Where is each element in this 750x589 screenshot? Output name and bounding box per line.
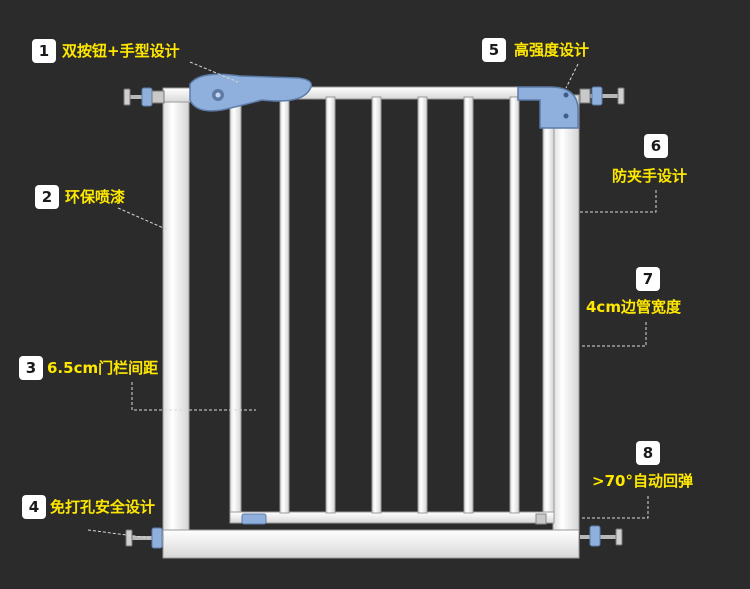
tension-screw-bottom-right <box>580 525 623 547</box>
callout-number: 7 <box>636 267 660 291</box>
callout-label: 双按钮+手型设计 <box>62 42 180 60</box>
callout-number: 3 <box>19 356 43 380</box>
tension-screw-top-right <box>579 86 625 106</box>
callout-number: 8 <box>636 441 660 465</box>
callout-label: 6.5cm门栏间距 <box>47 359 159 377</box>
handle-icon <box>189 73 313 112</box>
callout-label: 免打孔安全设计 <box>50 498 156 516</box>
door-panel <box>229 86 555 525</box>
tension-screw-bottom-left <box>125 527 164 549</box>
callout-number: 1 <box>32 39 56 63</box>
callout-label: 环保喷漆 <box>65 188 126 206</box>
callout-number: 2 <box>35 185 59 209</box>
callout-number: 6 <box>644 134 668 158</box>
callout-label: 4cm边管宽度 <box>586 298 681 316</box>
bracket-icon <box>517 86 579 129</box>
callout-number: 5 <box>482 38 506 62</box>
callout-label: 防夹手设计 <box>612 167 688 185</box>
leader-lines <box>87 61 657 539</box>
callout-label: >70°自动回弹 <box>592 472 693 490</box>
tension-screw-top-left <box>123 87 165 107</box>
callout-label: 高强度设计 <box>514 41 590 59</box>
callout-number: 4 <box>22 495 46 519</box>
